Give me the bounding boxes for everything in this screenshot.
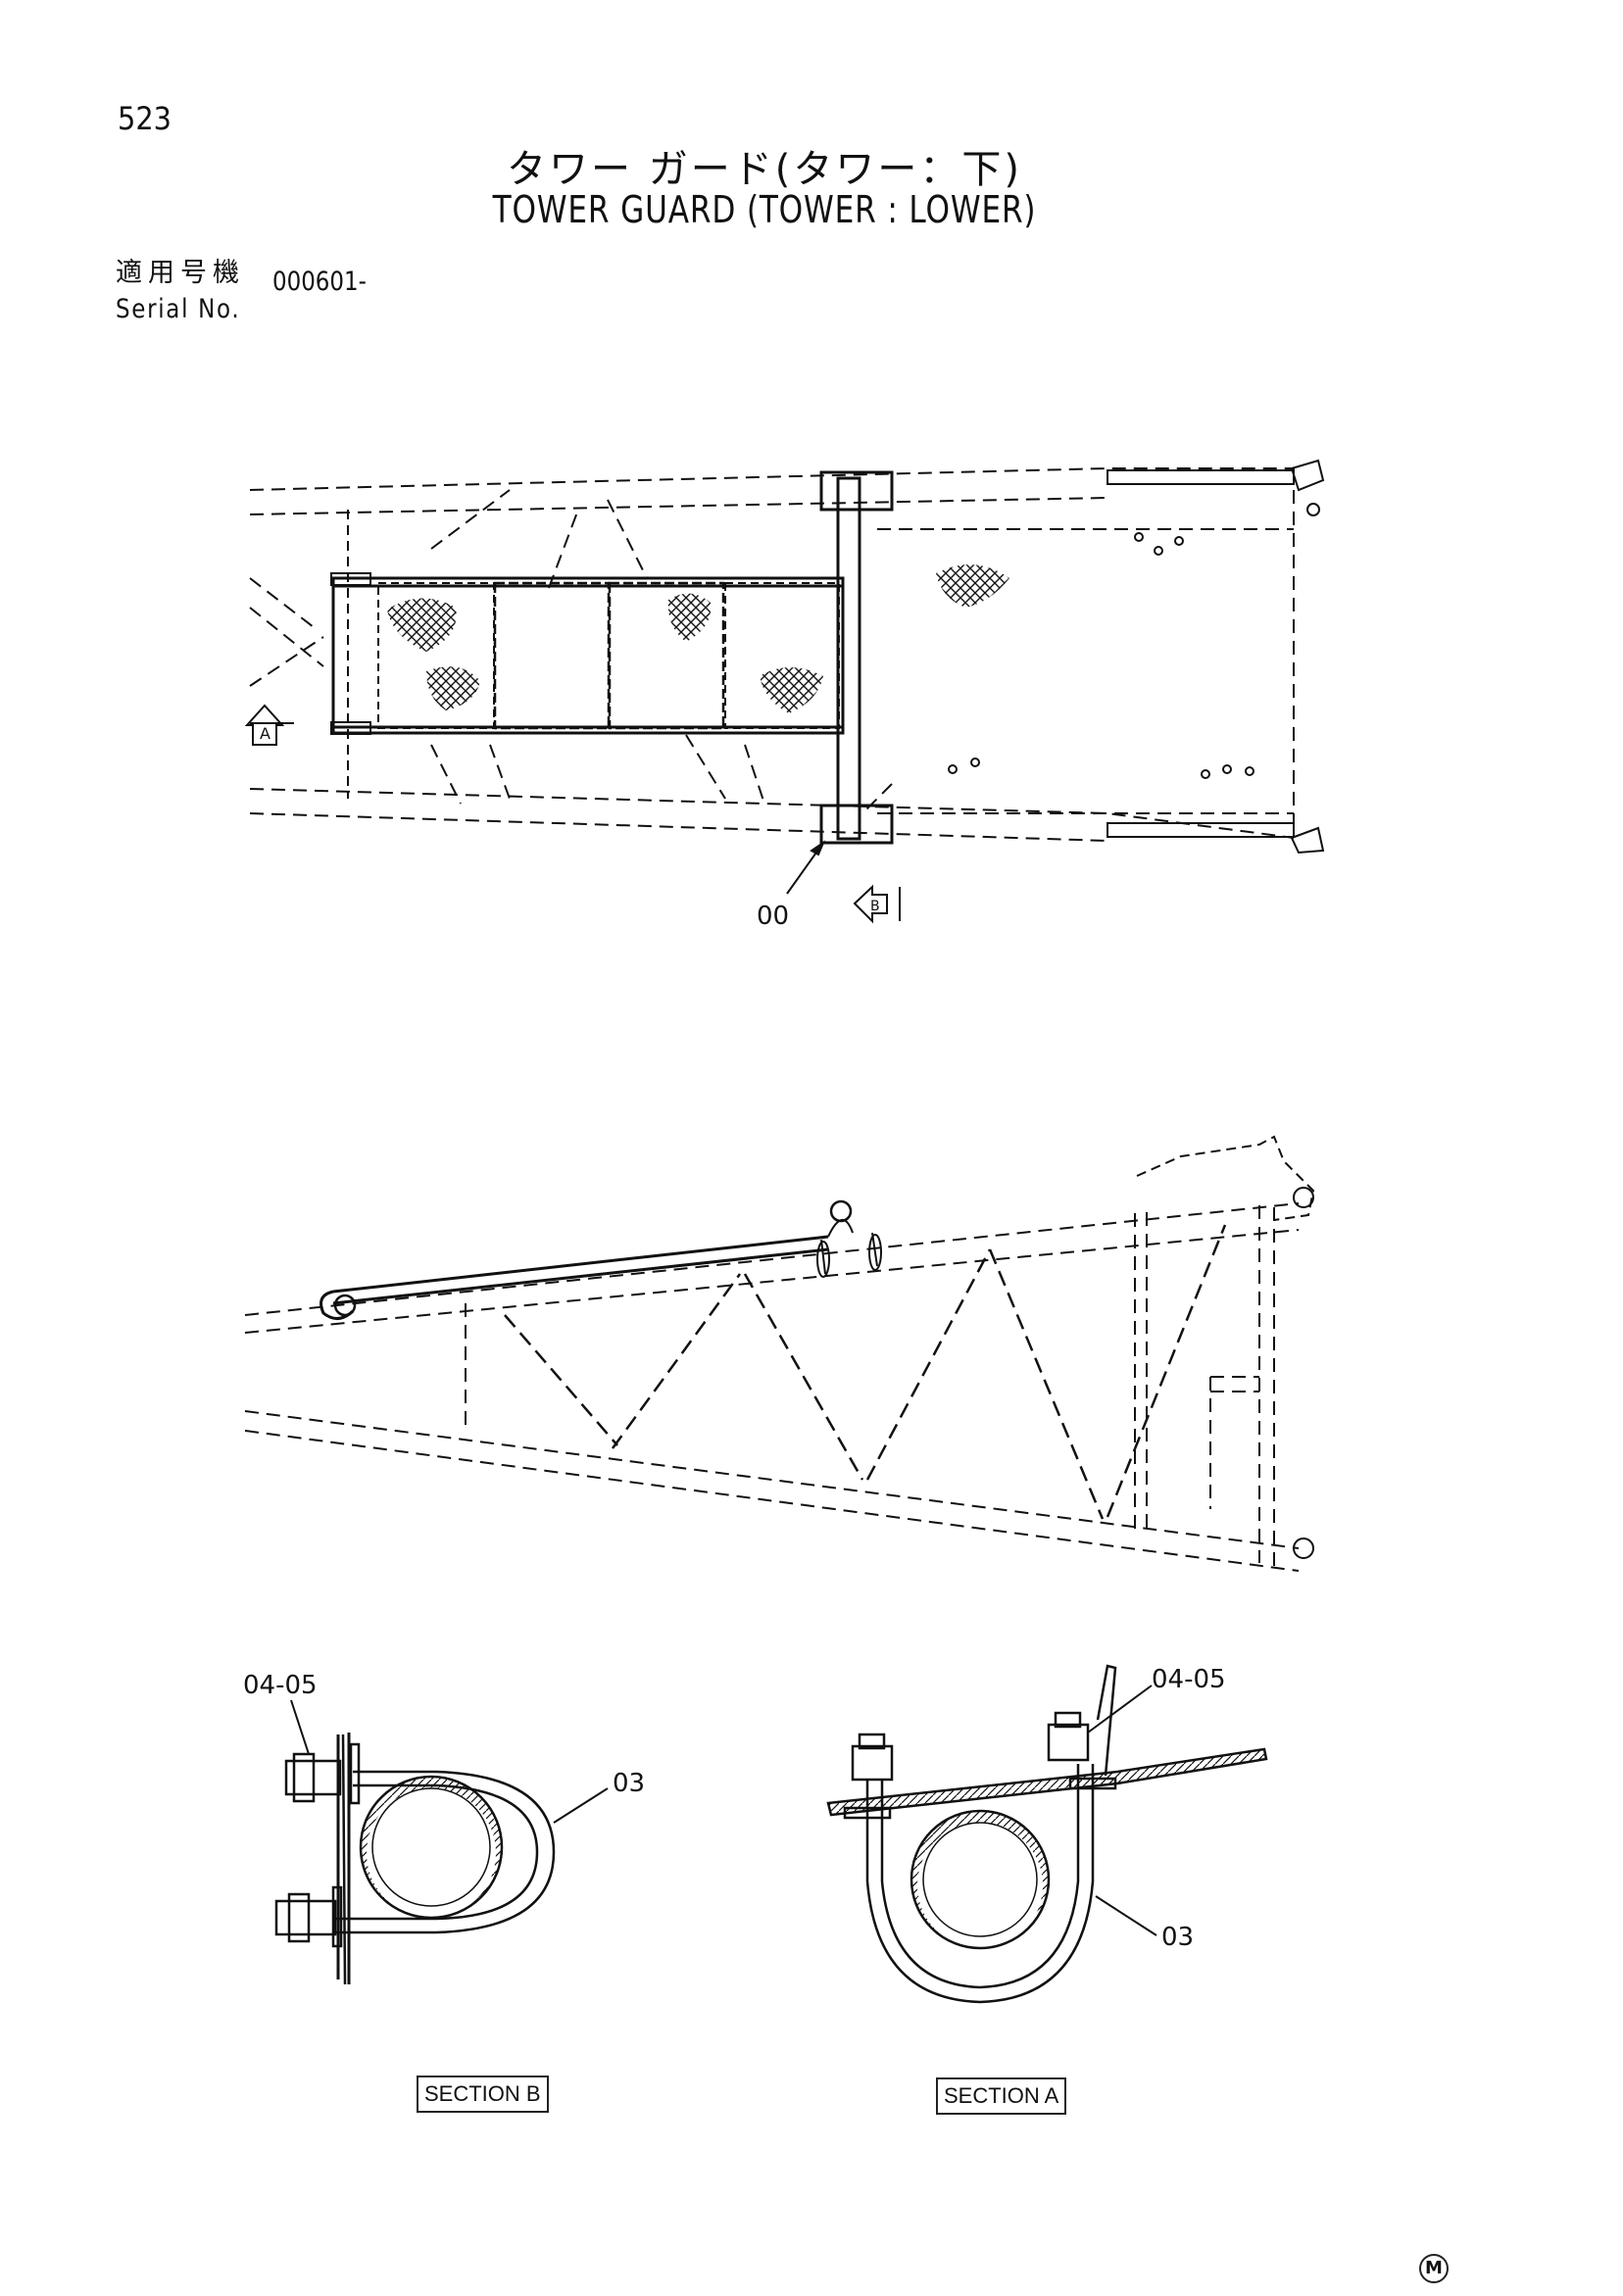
- section-a-callout-03: 03: [1161, 1923, 1194, 1952]
- side-view-chords: [244, 1202, 1300, 1572]
- view-b-arrow: [853, 884, 901, 924]
- section-b-leader-04-05: [290, 1699, 310, 1755]
- section-a-tube: [910, 1809, 1051, 1950]
- section-b-u-bolt[interactable]: [333, 1733, 556, 1985]
- top-view-tower-chords: [249, 467, 1295, 842]
- section-a-leader-04-05: [1087, 1685, 1153, 1734]
- side-view-tower-elevation: [244, 1135, 1315, 1572]
- view-a-marker: A: [260, 724, 270, 743]
- top-view-bolt-holes: [948, 532, 1254, 779]
- section-a-nuts: [843, 1711, 1117, 1820]
- section-b-tube: [359, 1775, 504, 1920]
- m-mark-symbol: M: [1419, 2254, 1449, 2283]
- section-a-label: SECTION A: [936, 2077, 1067, 2115]
- section-b-callout-04-05: 04-05: [243, 1671, 318, 1700]
- section-a-callout-04-05: 04-05: [1152, 1665, 1226, 1694]
- side-view-end-lug[interactable]: [1136, 1135, 1315, 1559]
- page-title-japanese: タワー ガード(タワー：下): [507, 147, 1022, 192]
- section-b-nuts: [274, 1742, 361, 1948]
- serial-label-english: Serial No.: [116, 294, 241, 324]
- section-b-leader-03: [553, 1787, 609, 1824]
- serial-label-japanese: 適用号機: [116, 258, 245, 288]
- top-view-pin-ends: [1107, 459, 1325, 855]
- section-a-plate: [826, 1664, 1268, 1817]
- view-b-marker: B: [870, 899, 880, 914]
- section-a-detail: [826, 1664, 1268, 2004]
- top-view-guard-frame[interactable]: [330, 470, 894, 845]
- part-00-callout: 00: [757, 902, 789, 931]
- section-b-label: SECTION B: [417, 2076, 549, 2113]
- section-a-leader-03: [1095, 1895, 1157, 1936]
- view-a-arrow: [244, 704, 294, 746]
- side-view-lacing: [504, 1224, 1227, 1520]
- serial-number-value: 000601-: [272, 267, 367, 297]
- section-b-detail: [274, 1699, 609, 1985]
- top-view-mesh-patches: [387, 564, 1009, 713]
- top-view-tower-plan: [249, 459, 1325, 855]
- page-number: 523: [118, 100, 172, 137]
- part-00-leader: [786, 840, 826, 895]
- side-view-guard-rail[interactable]: [320, 1199, 882, 1320]
- section-b-callout-03: 03: [613, 1769, 645, 1798]
- page-title-english: TOWER GUARD (TOWER : LOWER): [492, 188, 1037, 231]
- section-a-u-bolt[interactable]: [865, 1764, 1095, 2004]
